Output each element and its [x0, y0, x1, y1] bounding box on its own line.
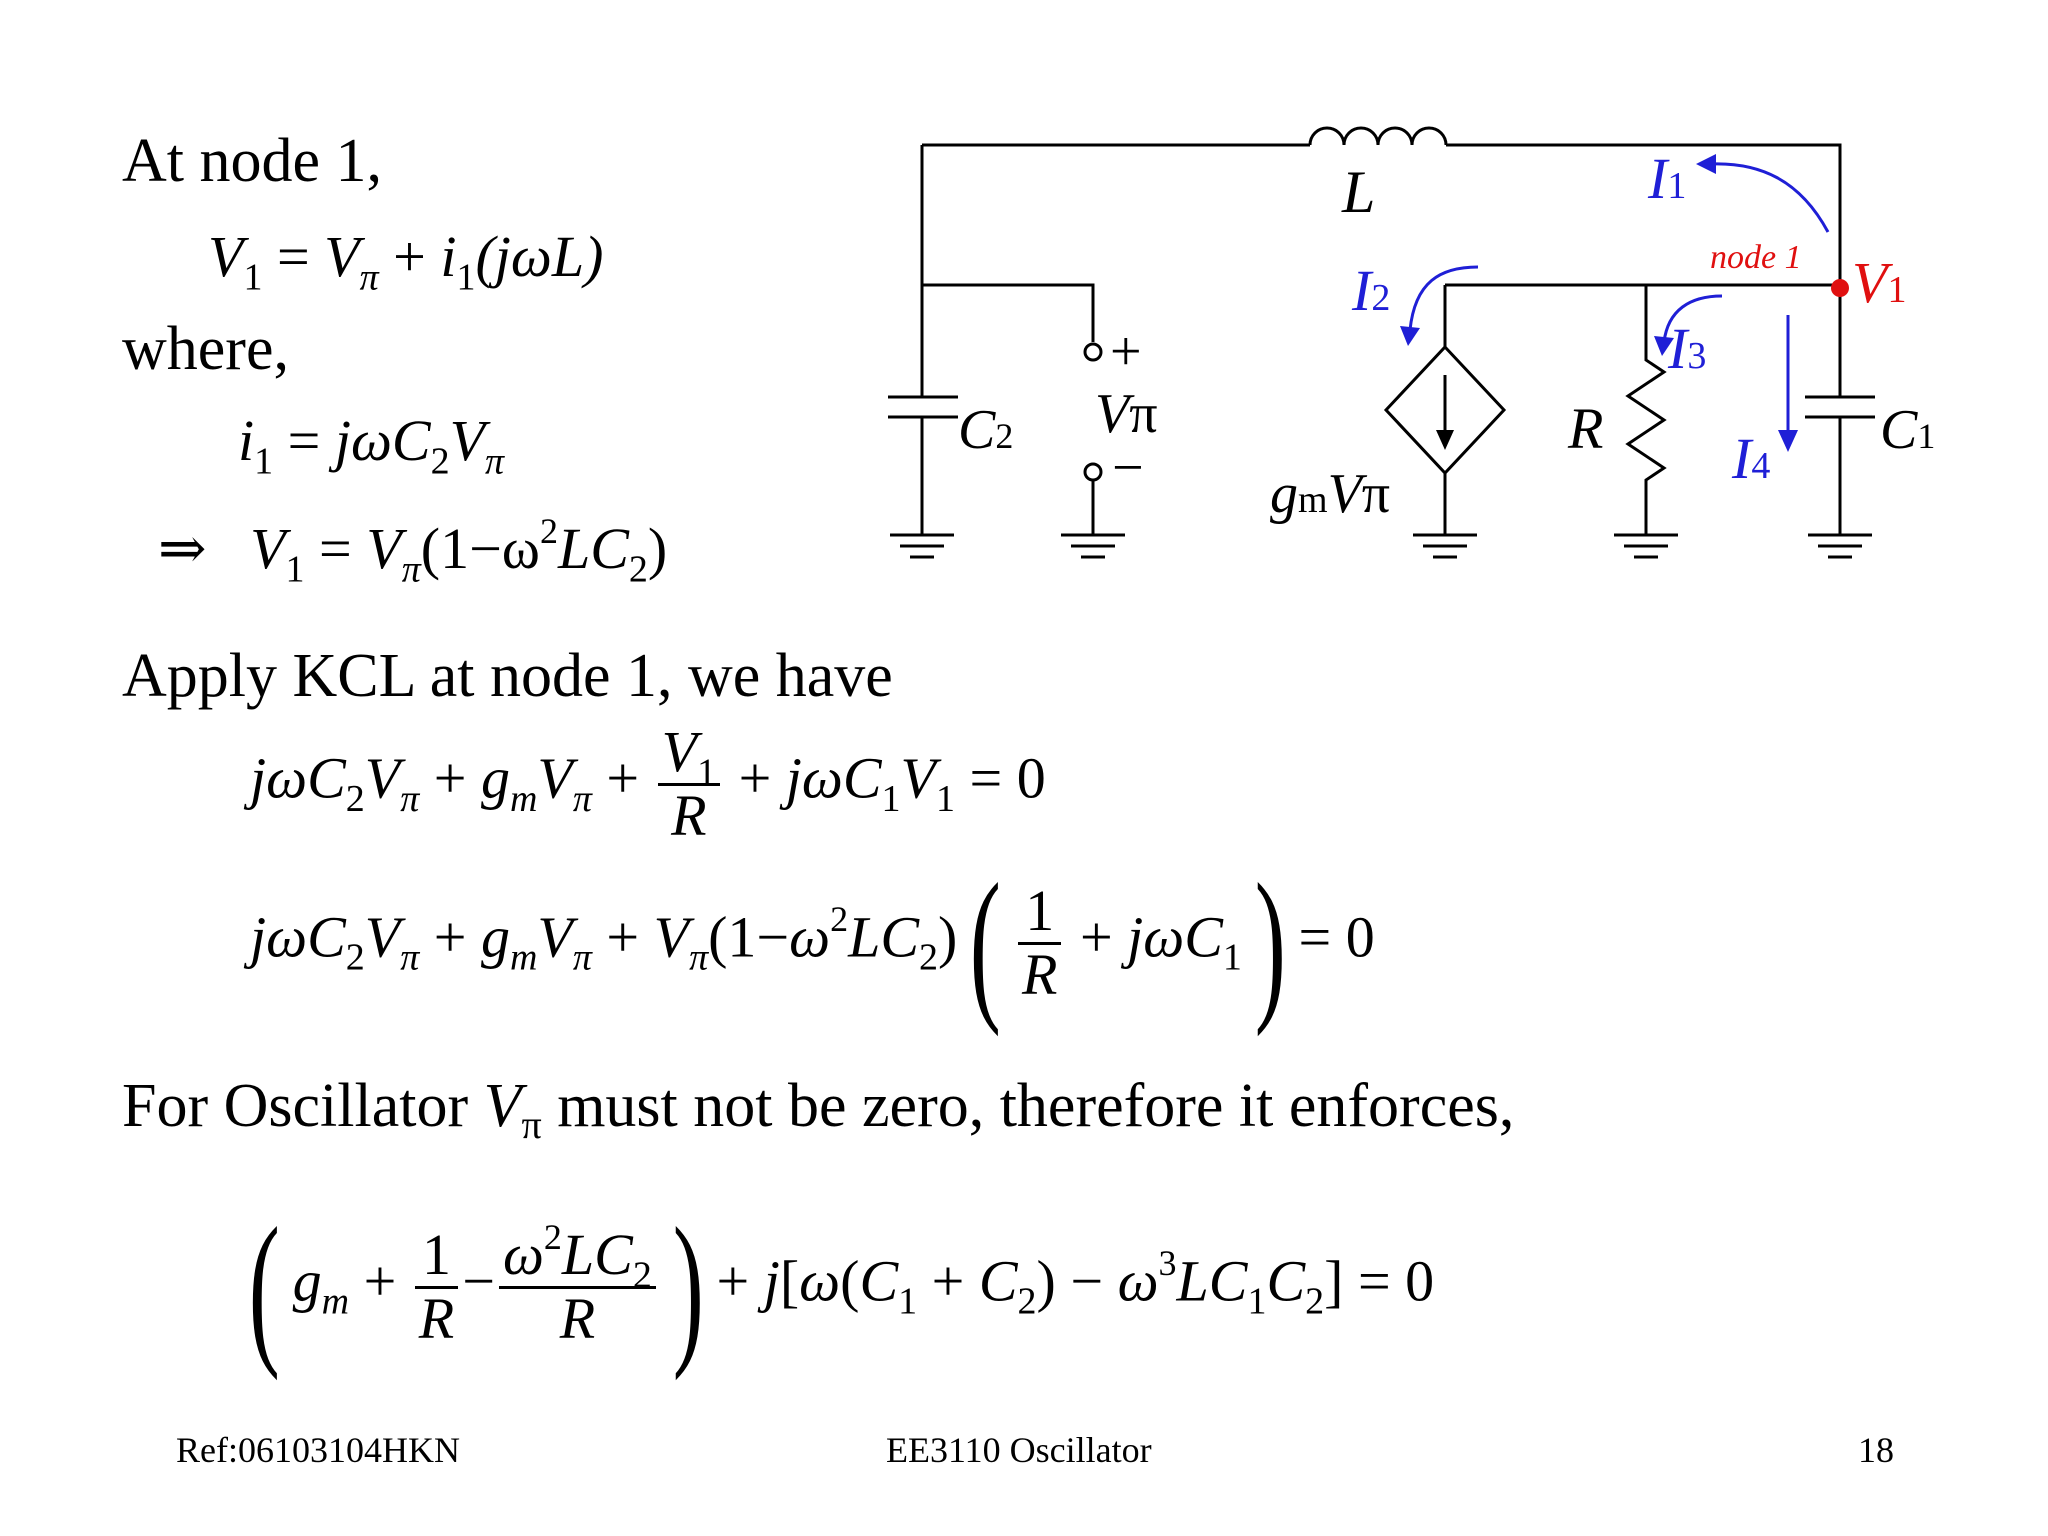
footer-course: EE3110 Oscillator	[886, 1430, 1152, 1470]
current-arrows	[1408, 162, 1830, 436]
arrow-i1	[1709, 162, 1830, 233]
footer-ref: Ref:06103104HKN	[176, 1430, 460, 1470]
arrow-i3	[1662, 294, 1723, 343]
label-i3: I3	[1667, 316, 1706, 381]
arrow-i1-head	[1696, 154, 1716, 174]
equation-i1: i1 = jωC2Vπ	[238, 408, 505, 483]
source-arrow-head	[1436, 430, 1454, 450]
where-label: where,	[122, 315, 289, 383]
label-c1: C1	[1880, 399, 1935, 461]
label-i4: I4	[1731, 426, 1770, 491]
label-i2: I2	[1351, 258, 1390, 323]
heading-oscillator: For Oscillator Vπ must not be zero, ther…	[122, 1072, 1515, 1147]
label-v1: V1	[1852, 250, 1906, 315]
label-r: R	[1567, 396, 1603, 461]
label-i1: I1	[1647, 146, 1686, 211]
circuit-diagram: L C2 + − Vπ gmVπ R C1 I1 I2 I3 I4 node 1…	[888, 126, 1935, 559]
heading-kcl: Apply KCL at node 1, we have	[122, 642, 893, 710]
inductor-coil	[1308, 126, 1448, 146]
footer-page-number: 18	[1858, 1430, 1894, 1470]
heading-node1: At node 1,	[122, 127, 383, 195]
label-c2: C2	[958, 399, 1013, 461]
arrow-i2	[1408, 265, 1479, 331]
label-node1: node 1	[1710, 239, 1802, 276]
equation-v1-result: ⇒ V1 = Vπ(1−ω2LC2)	[158, 510, 668, 591]
label-vpi: Vπ	[1095, 383, 1158, 445]
label-plus: +	[1110, 321, 1142, 383]
arrow-i4-head	[1778, 430, 1798, 452]
arrow-i2-head	[1400, 326, 1420, 346]
circuit-wires	[888, 126, 1875, 559]
ground-symbols	[890, 533, 1872, 559]
label-minus: −	[1112, 437, 1144, 499]
resistor-zigzag	[1625, 285, 1667, 535]
label-L: L	[1341, 159, 1375, 225]
node1-dot	[1831, 279, 1849, 297]
equation-v1: V1 = Vπ + i1(jωL)	[208, 224, 604, 299]
arrow-i3-head	[1654, 336, 1674, 356]
label-gm-vpi: gmVπ	[1270, 463, 1390, 525]
